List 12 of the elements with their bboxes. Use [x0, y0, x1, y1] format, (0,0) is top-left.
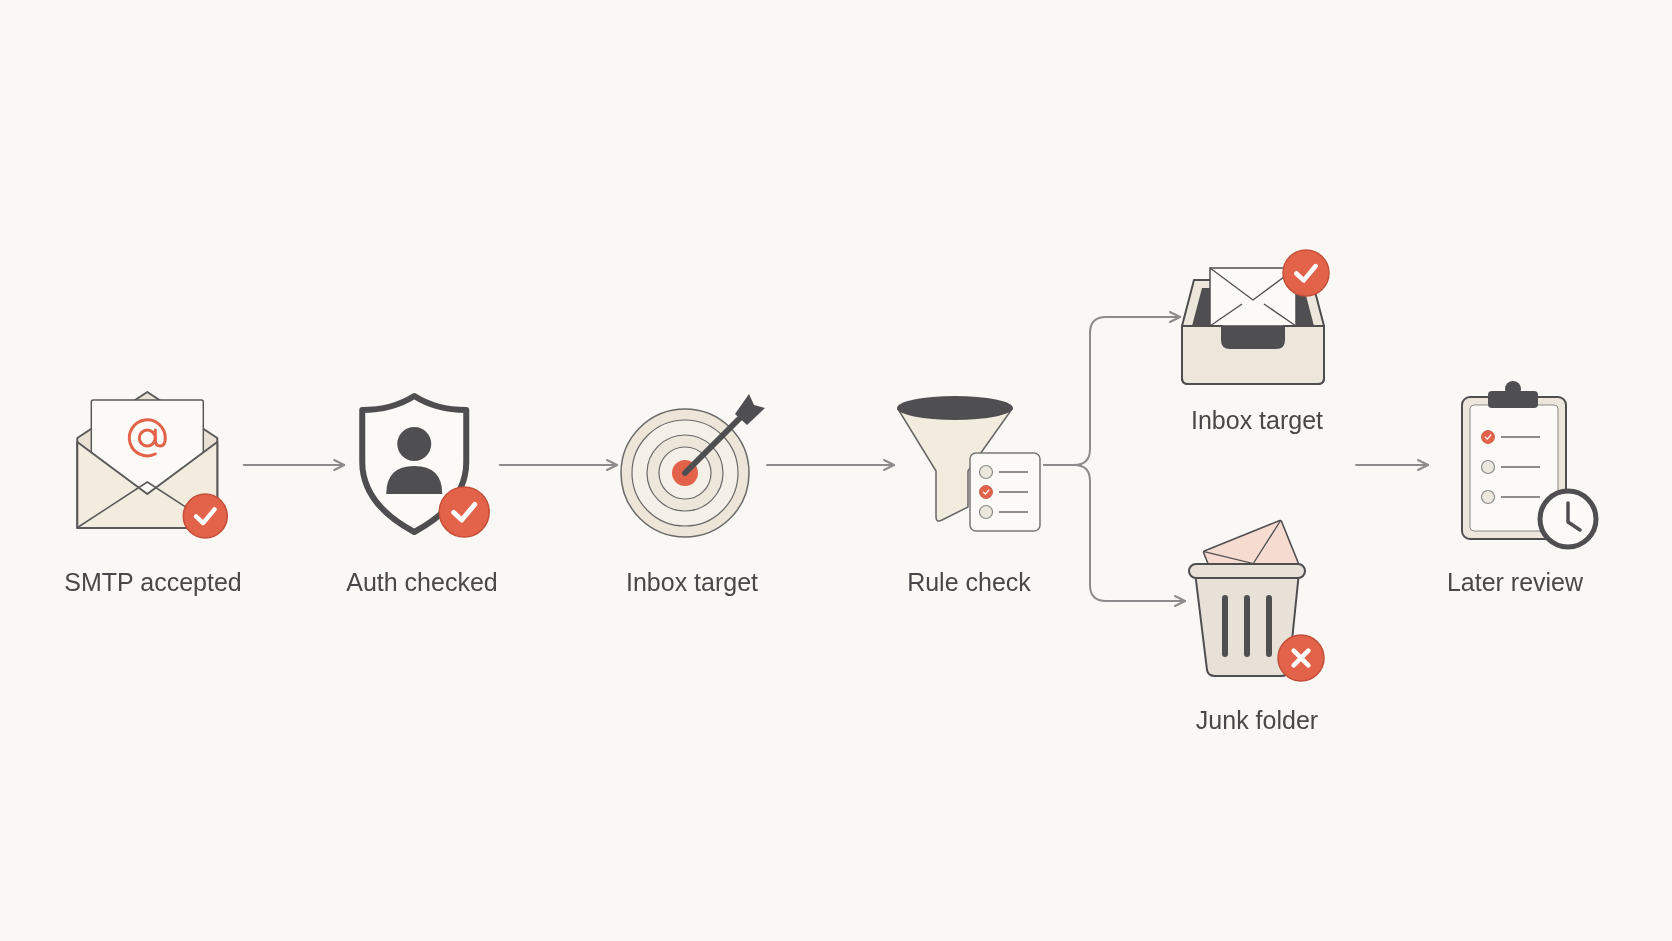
node-label: Inbox target — [626, 568, 758, 596]
node-label: SMTP accepted — [64, 568, 242, 596]
node-label: Junk folder — [1195, 706, 1319, 734]
arrow — [1355, 459, 1429, 471]
node-label: Auth checked — [346, 568, 498, 596]
node-label: Rule check — [907, 568, 1031, 596]
arrow — [242, 459, 346, 471]
branch-arrow — [1043, 464, 1186, 607]
node-label: Inbox target — [1191, 406, 1323, 434]
arrow — [766, 459, 895, 471]
node-label: Later review — [1446, 568, 1584, 596]
arrow — [498, 459, 618, 471]
